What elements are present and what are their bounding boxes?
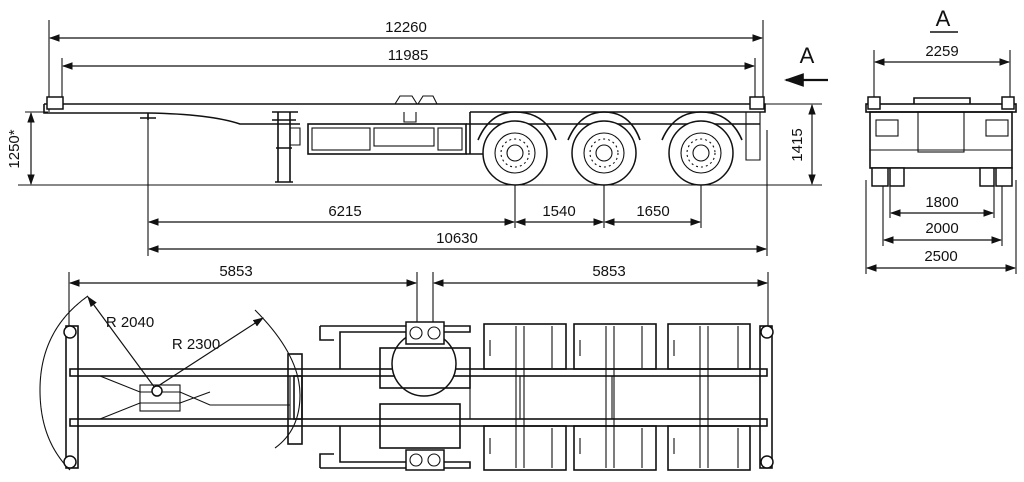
tyre-top-1 — [483, 323, 567, 370]
fenders — [477, 111, 743, 141]
rear-tyre-left — [871, 167, 889, 187]
rear-crossmember — [759, 325, 773, 469]
dim-overall-width: 2500 — [924, 248, 957, 265]
longitudinal-beam-bottom — [69, 418, 768, 427]
radius-small: R 2040 — [106, 314, 154, 331]
rear-view-title: A — [936, 6, 951, 31]
dim-track-inner: 1800 — [925, 194, 958, 211]
top-view: 5853 5853 R 2040 R 2300 — [39, 263, 774, 471]
swing-arc-large — [254, 309, 301, 449]
dim-axle1-axle2: 1540 — [542, 203, 575, 220]
dim-platform-length: 11985 — [388, 47, 429, 64]
tyre-top-3 — [667, 323, 751, 370]
tyre-bottom-1 — [483, 425, 567, 471]
kingpin — [151, 385, 163, 397]
dim-coupling-height: 1250* — [6, 129, 23, 168]
tyre-top-2 — [573, 323, 657, 370]
side-frame — [307, 123, 467, 155]
rear-view: A 2259 1800 2000 2500 — [865, 6, 1017, 274]
dim-axle2-axle3: 1650 — [636, 203, 669, 220]
dim-rear-half: 5853 — [592, 263, 625, 280]
swing-arc-small — [39, 295, 89, 471]
side-wheel-2 — [571, 120, 637, 186]
dim-deck-height: 1415 — [789, 128, 806, 161]
front-crossmember — [65, 325, 79, 469]
rear-tyre-right — [979, 167, 995, 187]
side-wheel-3 — [668, 120, 734, 186]
dim-overall-length: 12260 — [385, 19, 427, 36]
side-view: 12260 11985 1250* 1415 6215 1540 1650 10… — [6, 19, 828, 256]
tyre-bottom-2 — [573, 425, 657, 471]
tyre-bottom-3 — [667, 425, 751, 471]
dim-kingpin-rear: 10630 — [436, 230, 478, 247]
landing-gear — [272, 111, 298, 183]
view-arrow-label: A — [800, 43, 815, 68]
side-wheel-1 — [482, 120, 548, 186]
dim-width-top: 2259 — [925, 43, 958, 60]
dim-front-half: 5853 — [219, 263, 252, 280]
radius-large: R 2300 — [172, 336, 220, 353]
dim-kingpin-axle: 6215 — [328, 203, 361, 220]
dim-track-outer: 2000 — [925, 220, 958, 237]
